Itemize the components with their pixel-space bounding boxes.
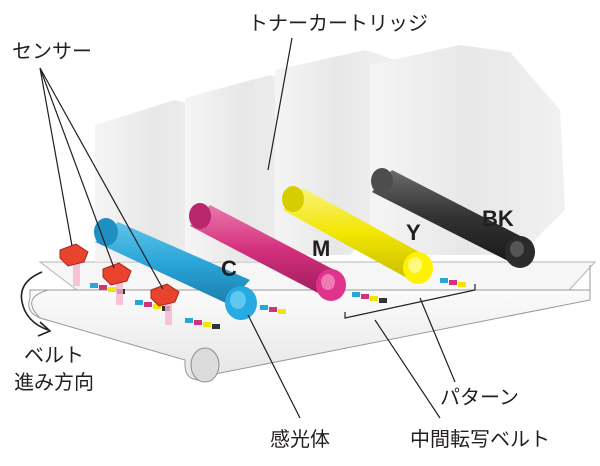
pattern-bracket bbox=[344, 284, 476, 319]
sensor-1 bbox=[59, 243, 89, 286]
sensor-3 bbox=[150, 283, 180, 325]
pattern-row-5 bbox=[352, 292, 387, 303]
label-toner-cartridge: トナーカートリッジ bbox=[248, 11, 428, 35]
sensor-2 bbox=[102, 262, 132, 305]
belt-direction-arrow-icon bbox=[20, 271, 52, 337]
test-patterns bbox=[90, 278, 466, 329]
pattern-row-6 bbox=[440, 278, 466, 287]
drum-black bbox=[371, 168, 535, 268]
drum-label-yellow: Y bbox=[406, 220, 421, 245]
photoconductor-drums bbox=[94, 168, 535, 320]
drum-label-magenta: M bbox=[312, 236, 330, 261]
label-sensor: センサー bbox=[12, 39, 92, 63]
label-belt-direction-2: 進み方向 bbox=[14, 370, 94, 394]
label-belt-direction-1: ベルト bbox=[24, 343, 84, 367]
leader-lines bbox=[39, 37, 476, 419]
pattern-row-3 bbox=[185, 318, 220, 329]
leader-toner bbox=[267, 37, 293, 171]
label-transfer-belt: 中間転写ベルト bbox=[410, 427, 550, 451]
label-photoconductor: 感光体 bbox=[270, 427, 330, 451]
label-pattern: パターン bbox=[440, 385, 519, 409]
leader-sensor-1 bbox=[39, 67, 73, 247]
drum-label-cyan: C bbox=[221, 256, 237, 281]
drum-magenta bbox=[189, 203, 346, 301]
leader-sensor-2 bbox=[39, 67, 115, 269]
leader-photoconductor bbox=[247, 314, 301, 419]
sensors bbox=[59, 243, 180, 325]
leader-sensor-3 bbox=[39, 67, 164, 290]
drum-label-black: BK bbox=[482, 206, 514, 231]
leader-belt bbox=[374, 319, 441, 419]
leader-pattern bbox=[419, 297, 456, 383]
pattern-row-4 bbox=[260, 305, 286, 314]
drum-yellow bbox=[282, 186, 433, 284]
drum-cyan bbox=[94, 218, 257, 320]
